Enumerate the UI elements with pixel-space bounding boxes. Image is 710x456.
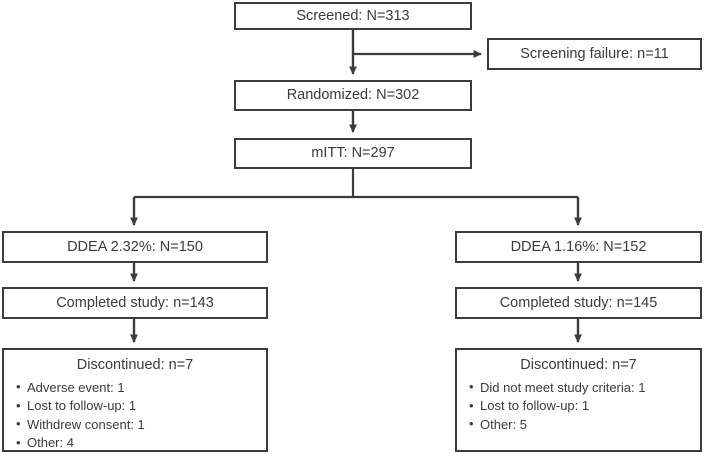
node-left-arm-label: DDEA 2.32%: N=150 xyxy=(67,238,203,255)
left-discontinued-reasons: Adverse event: 1Lost to follow-up: 1With… xyxy=(4,378,266,453)
node-randomized-label: Randomized: N=302 xyxy=(286,87,420,104)
node-left-discontinued: Discontinued: n=7 Adverse event: 1Lost t… xyxy=(2,348,268,452)
node-right-completed-label: Completed study: n=145 xyxy=(499,294,658,311)
reason-item: Withdrew consent: 1 xyxy=(16,415,266,434)
node-screened-label: Screened: N=313 xyxy=(296,7,410,24)
node-right-arm: DDEA 1.16%: N=152 xyxy=(455,231,702,263)
reason-item: Adverse event: 1 xyxy=(16,378,266,397)
reason-item: Lost to follow-up: 1 xyxy=(469,397,700,416)
node-mitt-label: mITT: N=297 xyxy=(311,145,395,162)
reason-item: Lost to follow-up: 1 xyxy=(16,397,266,416)
node-right-discontinued: Discontinued: n=7 Did not meet study cri… xyxy=(455,348,702,452)
node-left-discontinued-label: Discontinued: n=7 xyxy=(76,357,194,373)
node-right-discontinued-label: Discontinued: n=7 xyxy=(520,357,637,373)
node-screening-failure-label: Screening failure: n=11 xyxy=(520,45,669,62)
right-discontinued-reasons: Did not meet study criteria: 1Lost to fo… xyxy=(457,378,700,434)
node-left-completed: Completed study: n=143 xyxy=(2,287,268,319)
node-mitt: mITT: N=297 xyxy=(234,138,472,169)
reason-item: Other: 5 xyxy=(469,415,700,434)
node-right-arm-label: DDEA 1.16%: N=152 xyxy=(510,238,647,255)
node-randomized: Randomized: N=302 xyxy=(234,80,472,111)
node-screened: Screened: N=313 xyxy=(234,2,472,30)
node-screening-failure: Screening failure: n=11 xyxy=(487,38,702,70)
reason-item: Did not meet study criteria: 1 xyxy=(469,378,700,397)
node-left-completed-label: Completed study: n=143 xyxy=(56,294,214,311)
node-right-completed: Completed study: n=145 xyxy=(455,287,702,319)
node-left-arm: DDEA 2.32%: N=150 xyxy=(2,231,268,263)
reason-item: Other: 4 xyxy=(16,434,266,453)
